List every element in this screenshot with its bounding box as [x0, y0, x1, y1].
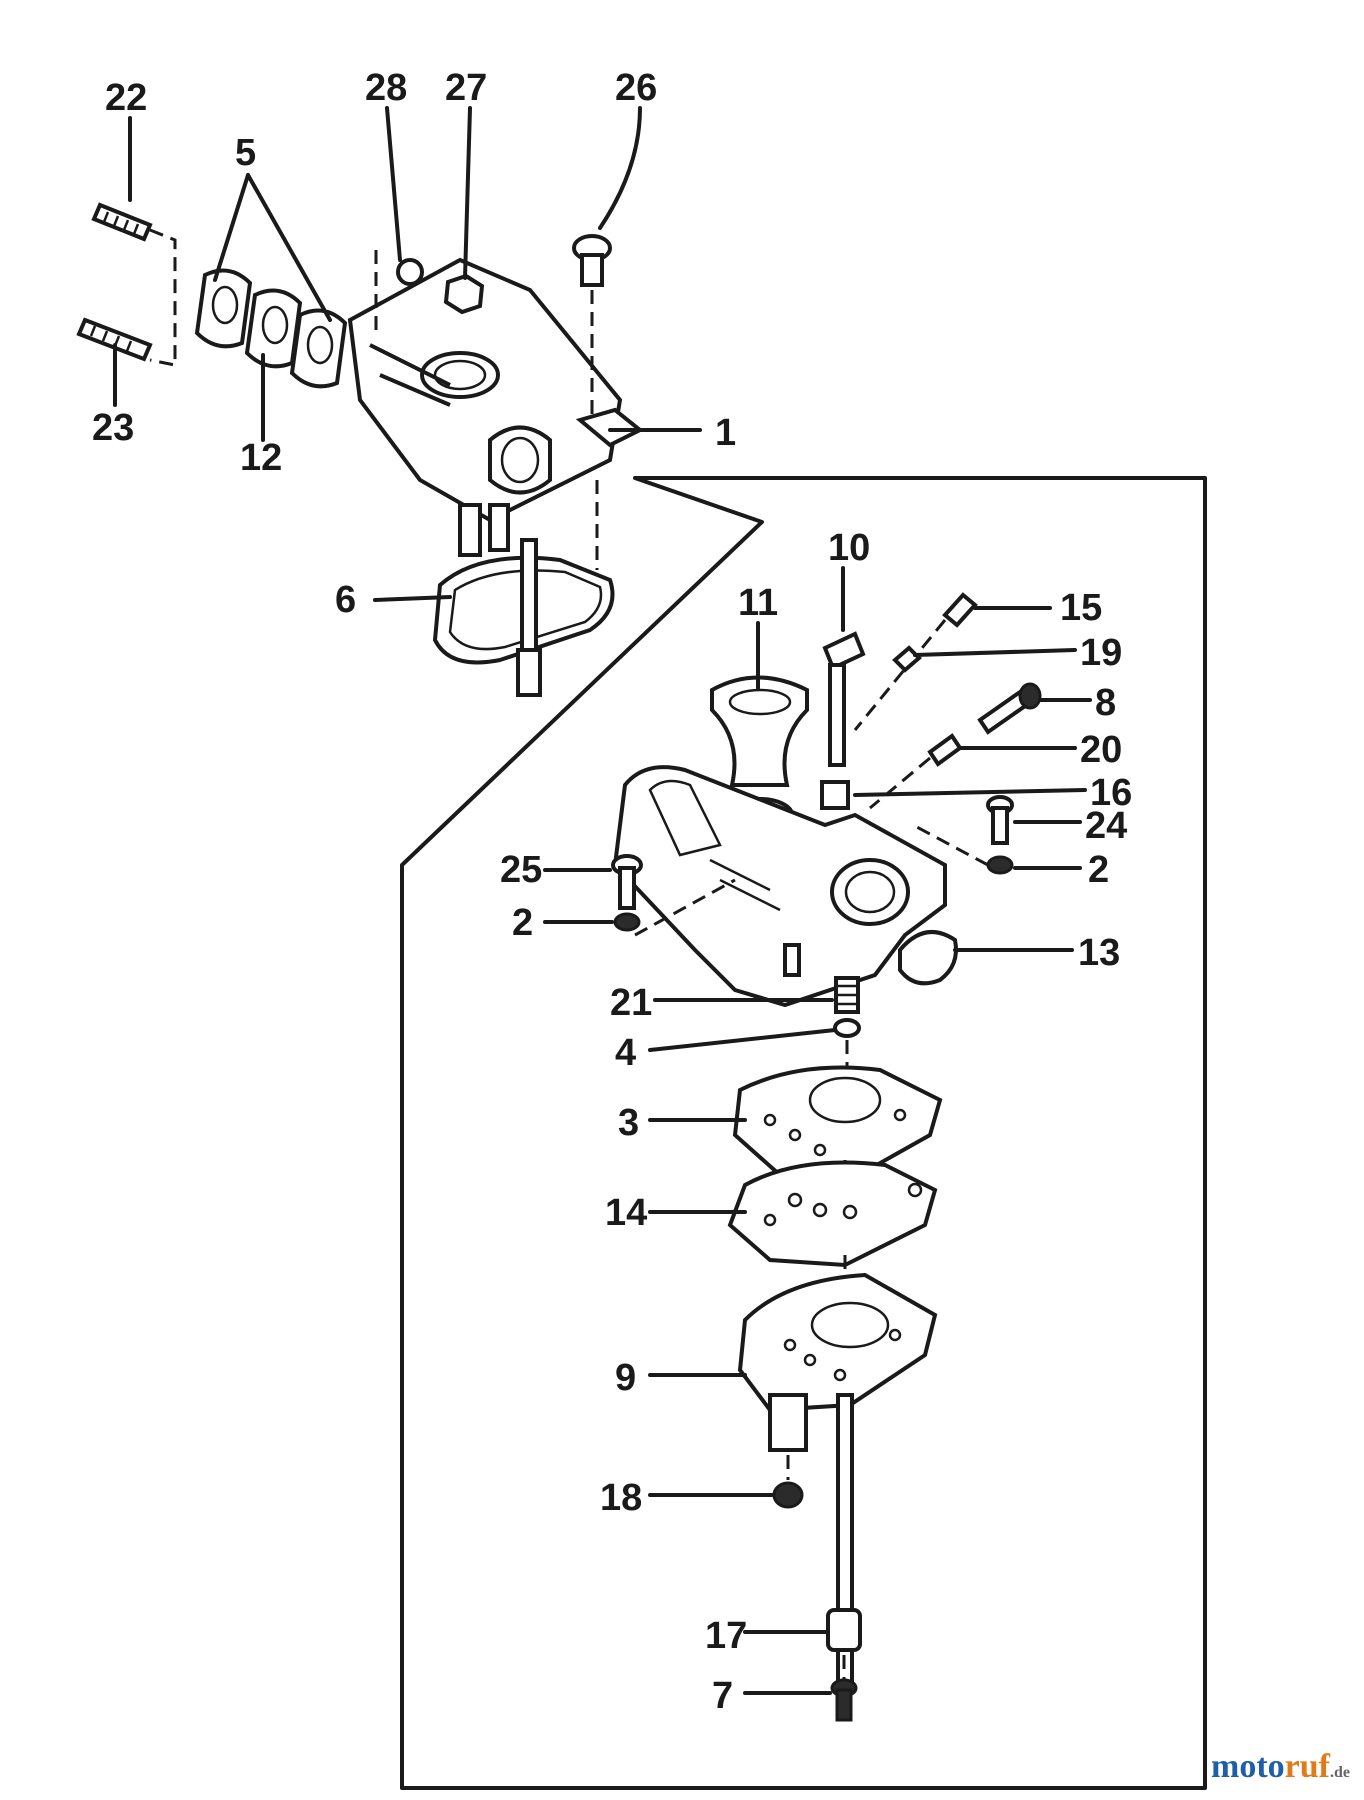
screw-8	[977, 682, 1042, 735]
stud-23	[76, 317, 153, 362]
label-27: 27	[445, 67, 487, 109]
label-2-left: 2	[512, 902, 533, 944]
label-8: 8	[1095, 682, 1116, 724]
spring-20	[927, 733, 963, 767]
stud-22	[91, 202, 153, 242]
screw-26	[572, 234, 612, 287]
part-labels: 22 28 27 26 5 1 23 12 6 10 11 15 19 8 20…	[92, 67, 1132, 1717]
nut-27	[443, 273, 485, 315]
screw-25	[611, 854, 643, 910]
label-25: 25	[500, 849, 542, 891]
label-17: 17	[705, 1615, 747, 1657]
label-23: 23	[92, 407, 134, 449]
label-22: 22	[105, 77, 147, 119]
choke-lever-10	[822, 631, 866, 767]
screw-7	[830, 1678, 858, 1722]
label-12: 12	[240, 437, 282, 479]
screw-15	[942, 592, 978, 628]
detail-frame	[400, 476, 1207, 1790]
label-21: 21	[610, 982, 652, 1024]
washer-2-right	[986, 855, 1014, 875]
washer-28	[396, 258, 424, 286]
label-19: 19	[1080, 632, 1122, 674]
diaphragm-3	[732, 1065, 943, 1183]
label-7: 7	[712, 1675, 733, 1717]
label-18: 18	[600, 1477, 642, 1519]
watermark-part-c: .de	[1330, 1764, 1350, 1781]
washer-4	[833, 1018, 861, 1038]
gasket-5	[194, 268, 303, 369]
label-13: 13	[1078, 932, 1120, 974]
label-6: 6	[335, 579, 356, 621]
watermark-logo: motoruf.de	[1211, 1748, 1350, 1786]
label-26: 26	[615, 67, 657, 109]
leader-lines	[113, 106, 1092, 1695]
gasket-14	[727, 1160, 938, 1268]
label-14: 14	[605, 1192, 647, 1234]
spring-19	[892, 645, 922, 673]
label-5: 5	[235, 132, 256, 174]
label-11: 11	[738, 582, 778, 624]
label-9: 9	[615, 1357, 636, 1399]
label-16: 16	[1090, 772, 1132, 814]
label-4: 4	[615, 1032, 636, 1074]
label-24: 24	[1085, 805, 1127, 847]
gasket-12	[289, 308, 348, 389]
washer-2-left	[613, 912, 641, 932]
plug-18	[772, 1481, 804, 1509]
watermark-part-a: moto	[1211, 1748, 1285, 1785]
label-28: 28	[365, 67, 407, 109]
label-1: 1	[715, 412, 736, 454]
label-15: 15	[1060, 587, 1102, 629]
carburetor-body-1	[347, 257, 644, 557]
label-10: 10	[828, 527, 870, 569]
watermark-part-b: ruf	[1284, 1748, 1330, 1785]
label-20: 20	[1080, 729, 1122, 771]
label-2-right: 2	[1088, 849, 1109, 891]
screw-24	[986, 795, 1014, 845]
label-3: 3	[618, 1102, 639, 1144]
cap-17	[826, 1608, 862, 1652]
bushing-16	[820, 780, 850, 810]
plate-13	[898, 930, 958, 986]
spring-21	[834, 976, 860, 1014]
